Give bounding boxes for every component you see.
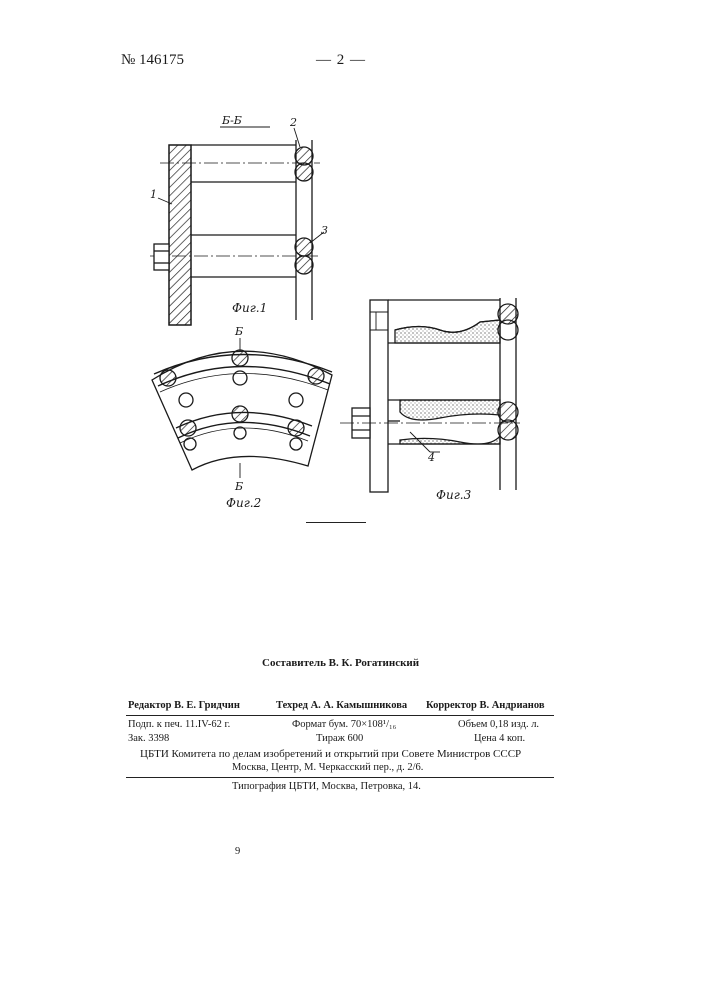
section-mark-top: Б (234, 325, 243, 338)
editor-line: Редактор В. Е. Гридчин (128, 700, 240, 711)
printer-line: Типография ЦБТИ, Москва, Петровка, 14. (232, 781, 421, 792)
ref-label-1: 1 (150, 188, 157, 201)
imprint-rule-bottom (126, 777, 554, 778)
fig1-base-plate (169, 145, 191, 325)
ref-label-3: 3 (321, 224, 328, 237)
fig1-bolt-head (154, 244, 169, 270)
office-line: ЦБТИ Комитета по делам изобретений и отк… (140, 748, 521, 760)
figures-drawing: Б-Б 1 2 3 Фиг.1 Б Б Фиг.2 (0, 0, 707, 540)
fig2-caption: Фиг.2 (226, 496, 261, 510)
techred-line: Техред А. А. Камышникова (276, 700, 407, 711)
fig1-ring-upper-a (295, 147, 313, 165)
compiler-line: Составитель В. К. Рогатинский (262, 657, 419, 669)
ref-label-2: 2 (289, 116, 297, 129)
run-line: Тираж 600 (316, 733, 363, 744)
fig3-caption: Фиг.3 (436, 488, 472, 502)
figure-2 (152, 338, 332, 478)
section-label: Б-Б (221, 114, 242, 127)
fig1-caption: Фиг.1 (232, 301, 267, 315)
separator-rule (306, 522, 366, 523)
imprint-rule-top (126, 715, 554, 716)
signed-line: Подп. к печ. 11.IV-62 г. (128, 719, 230, 730)
ref-label-4: 4 (427, 451, 435, 464)
order-line: Зак. 3398 (128, 733, 169, 744)
fig1-ring-upper-b (295, 163, 313, 181)
corrector-line: Корректор В. Андрианов (426, 700, 545, 711)
fig1-ring-lower-b (295, 256, 313, 274)
footer-mark: 9 (235, 846, 240, 857)
section-mark-bottom: Б (234, 480, 243, 493)
figure-1 (150, 127, 324, 325)
volume-line: Объем 0,18 изд. л. (458, 719, 539, 730)
address-line: Москва, Центр, М. Черкасский пер., д. 2/… (232, 762, 423, 773)
price-line: Цена 4 коп. (474, 733, 525, 744)
format-line: Формат бум. 70×108¹/₁₆ (292, 719, 396, 730)
fig1-ring-lower-a (295, 238, 313, 256)
